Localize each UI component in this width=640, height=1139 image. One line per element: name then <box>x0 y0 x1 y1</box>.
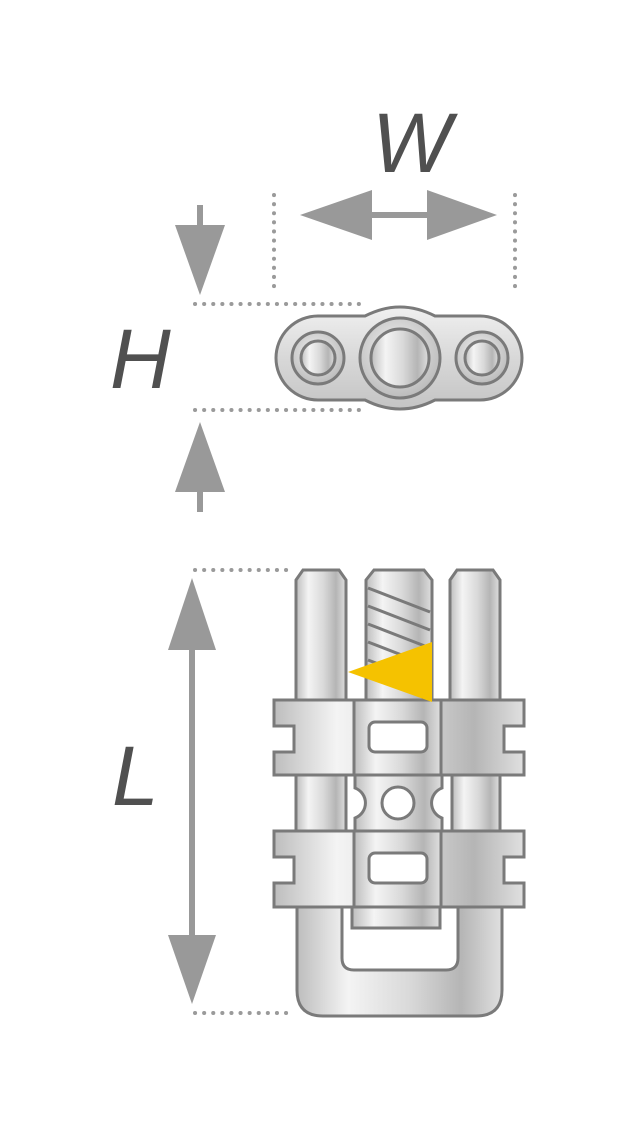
width-label: W <box>372 96 458 190</box>
left-post <box>294 568 348 702</box>
height-label: H <box>110 312 171 406</box>
height-arrows <box>175 205 225 512</box>
width-arrow <box>300 190 497 240</box>
right-post <box>448 568 502 702</box>
yellow-indicator-triangle <box>348 642 432 702</box>
bracket-front-view <box>272 568 526 1018</box>
bracket-top-view <box>274 305 524 411</box>
length-arrow <box>168 578 216 1004</box>
length-label: L <box>112 729 159 823</box>
